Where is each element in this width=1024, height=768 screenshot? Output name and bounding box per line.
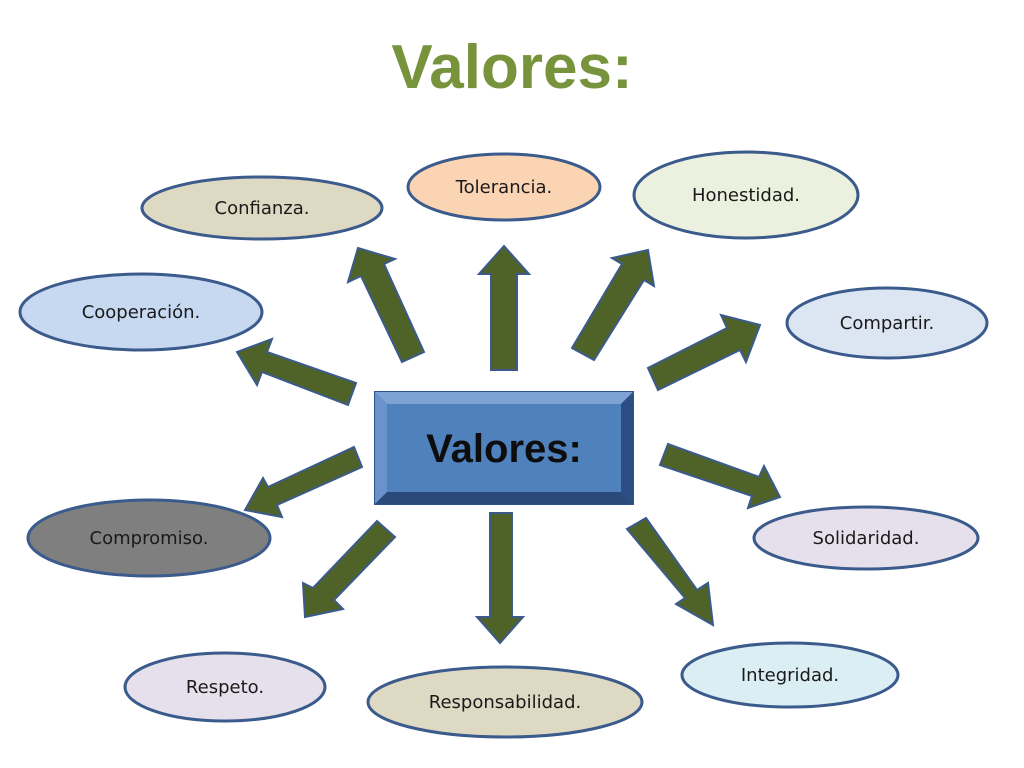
ellipse-respeto — [123, 651, 327, 723]
label-compromiso: Compromiso. — [90, 528, 209, 549]
bevel-left — [375, 392, 387, 504]
label-tolerancia: Tolerancia. — [455, 177, 553, 198]
arrow-to-solidaridad — [658, 442, 782, 510]
arrow-to-honestidad — [570, 248, 656, 362]
label-integridad: Integridad. — [741, 665, 839, 686]
arrow-to-integridad — [625, 516, 715, 627]
page-title: Valores: — [391, 33, 633, 102]
arrow-to-confianza — [346, 246, 426, 364]
ellipse-compartir — [785, 286, 989, 360]
ellipse-honestidad — [632, 150, 860, 240]
bevel-bottom — [375, 492, 633, 504]
node-solidaridad: Solidaridad. — [752, 505, 980, 571]
node-integridad: Integridad. — [680, 641, 900, 709]
bevel-top — [375, 392, 633, 404]
ellipse-compromiso — [26, 498, 272, 578]
label-cooperacion: Cooperación. — [82, 302, 201, 323]
bevel-right — [621, 392, 633, 504]
arrow-to-tolerancia — [476, 244, 532, 371]
ellipse-responsabilidad — [366, 665, 644, 739]
ellipse-confianza — [140, 175, 384, 241]
ellipse-solidaridad — [752, 505, 980, 571]
arrow-to-compromiso — [243, 445, 364, 519]
label-solidaridad: Solidaridad. — [813, 528, 920, 549]
label-compartir: Compartir. — [840, 313, 935, 334]
ellipse-integridad — [680, 641, 900, 709]
arrow-to-respeto — [301, 519, 397, 619]
arrow-to-responsabilidad — [474, 512, 526, 645]
node-responsabilidad: Responsabilidad. — [366, 665, 644, 739]
center-face — [387, 404, 621, 492]
node-compartir: Compartir. — [785, 286, 989, 360]
label-responsabilidad: Responsabilidad. — [429, 692, 581, 713]
node-respeto: Respeto. — [123, 651, 327, 723]
label-confianza: Confianza. — [215, 198, 310, 219]
ellipse-cooperacion — [18, 272, 264, 352]
node-compromiso: Compromiso. — [26, 498, 272, 578]
ellipse-tolerancia — [406, 152, 602, 222]
center-label: Valores: — [426, 427, 582, 471]
node-cooperacion: Cooperación. — [18, 272, 264, 352]
label-respeto: Respeto. — [186, 677, 264, 698]
center-box: Valores: — [374, 391, 634, 505]
node-honestidad: Honestidad. — [632, 150, 860, 240]
node-confianza: Confianza. — [140, 175, 384, 241]
arrow-to-cooperacion — [235, 337, 358, 407]
node-tolerancia: Tolerancia. — [406, 152, 602, 222]
label-honestidad: Honestidad. — [692, 185, 800, 206]
arrow-to-compartir — [646, 313, 762, 392]
arrows-group — [235, 244, 782, 645]
